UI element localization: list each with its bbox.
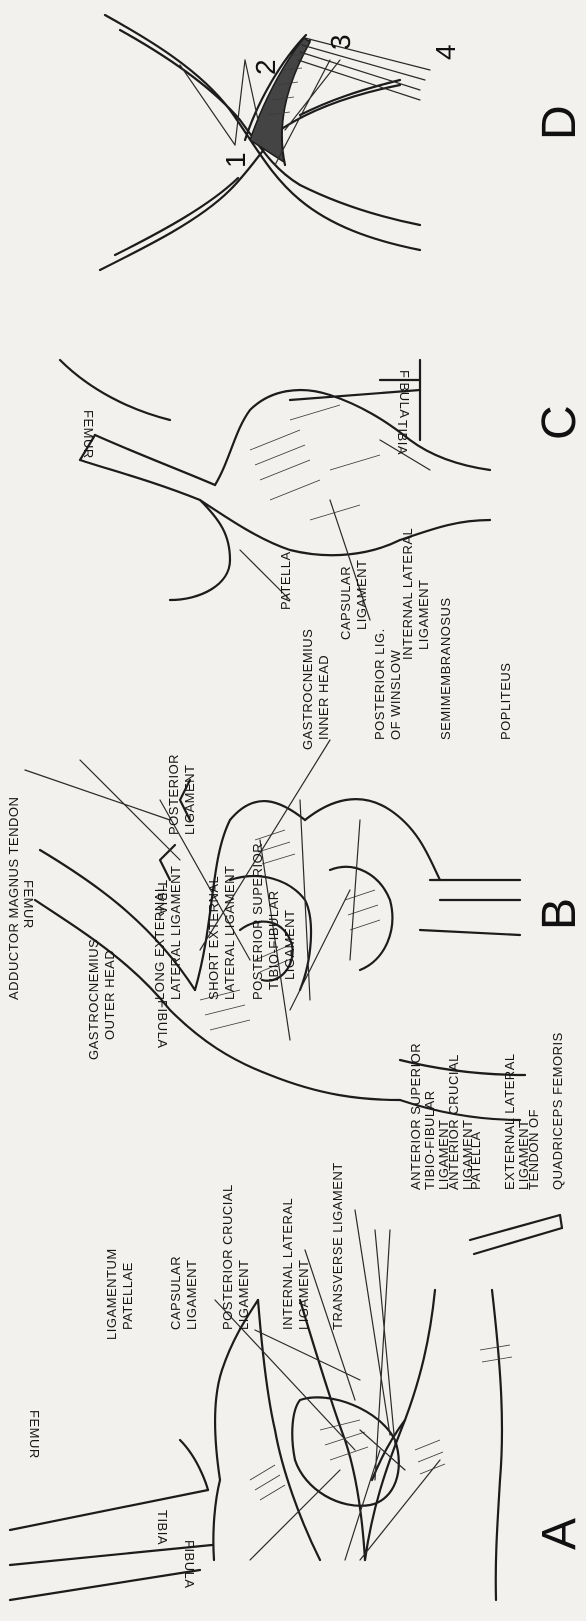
figure-c: PATELLA CAPSULAR LIGAMENT INTERNAL LATER… [60, 360, 586, 660]
label-posterior-ligament-2: LIGAMENT [182, 765, 197, 835]
label-anterior-crucial-2: LIGAMENT [460, 1120, 475, 1190]
figure-a: TENDON OF QUADRICEPS FEMORIS EXTERNAL LA… [10, 1032, 586, 1600]
label-anterior-superior-3: LIGAMENT [436, 1120, 451, 1190]
label-anterior-superior-2: TIBIO-FIBULAR [422, 1090, 437, 1190]
label-tibia-a: TIBIA [155, 1510, 170, 1545]
label-femur-b: FEMUR [21, 880, 36, 929]
label-gastro-inner: GASTROCNEMIUS [300, 629, 315, 750]
label-capsular-c: CAPSULAR [338, 566, 353, 640]
label-capsular-c-2: LIGAMENT [354, 560, 369, 630]
label-ligamentum: LIGAMENTUM [104, 1248, 119, 1340]
label-posterior-crucial-2: LIGAMENT [236, 1260, 251, 1330]
figure-letter-c: C [533, 405, 586, 440]
label-fibula-c: FIBULA [397, 370, 412, 419]
label-gastro-outer: GASTROCNEMIUS [86, 939, 101, 1060]
label-posterior-superior-3: LIGAMENT [282, 910, 297, 980]
label-capsular-a: CAPSULAR [168, 1256, 183, 1330]
label-posterior-ligament: POSTERIOR [166, 754, 181, 835]
label-ligamentum-2: PATELLAE [120, 1262, 135, 1330]
label-posterior-crucial: POSTERIOR CRUCIAL [220, 1184, 235, 1330]
label-semimembranosus: SEMIMEMBRANOSUS [438, 597, 453, 740]
label-short-external: SHORT EXTERNAL [206, 876, 221, 1000]
label-number-4: 4 [430, 44, 461, 60]
figure-letter-a: A [533, 1518, 586, 1550]
label-tendon-quadriceps-2: QUADRICEPS FEMORIS [550, 1032, 565, 1190]
label-fibula-b: FIBULA [155, 1000, 170, 1049]
label-short-external-2: LATERAL LIGAMENT [222, 866, 237, 1000]
label-fibula-a: FIBULA [182, 1540, 197, 1589]
label-patella-c: PATELLA [278, 551, 293, 610]
label-capsular-a-2: LIGAMENT [184, 1260, 199, 1330]
label-gastro-inner-2: INNER HEAD [316, 655, 331, 740]
label-tibia-c: TIBIA [395, 420, 410, 455]
label-posterior-superior-2: TIBIO-FIBULAR [266, 890, 281, 990]
label-internal-lateral-c: INTERNAL LATERAL [400, 528, 415, 660]
label-external-lateral-2: LIGAMENT [516, 1120, 531, 1190]
label-adductor: ADDUCTOR MAGNUS TENDON [6, 797, 21, 1000]
label-internal-lateral-a-2: LIGAMENT [296, 1260, 311, 1330]
label-gastro-outer-2: OUTER HEAD [102, 950, 117, 1040]
label-number-2: 2 [250, 59, 281, 75]
figure-letter-d: D [533, 105, 586, 140]
label-posterior-winslow: POSTERIOR LIG. [372, 628, 387, 740]
label-femur-a: FEMUR [27, 1410, 42, 1459]
label-internal-lateral-c-2: LIGAMENT [416, 580, 431, 650]
label-number-1: 1 [220, 152, 251, 168]
figure-d: 1 2 3 4 D [100, 15, 586, 270]
label-number-3: 3 [325, 34, 356, 50]
label-tibia-b: TIBIA [155, 880, 170, 915]
figure-letter-b: B [533, 898, 586, 930]
label-popliteus: POPLITEUS [498, 663, 513, 740]
label-internal-lateral-a: INTERNAL LATERAL [280, 1198, 295, 1330]
label-transverse: TRANSVERSE LIGAMENT [330, 1162, 345, 1330]
label-posterior-winslow-2: OF WINSLOW [388, 650, 403, 740]
figure-b: GASTROCNEMIUS INNER HEAD POSTERIOR LIG. … [6, 597, 586, 1120]
label-posterior-superior: POSTERIOR SUPERIOR [250, 843, 265, 1000]
label-femur-c: FEMUR [81, 410, 96, 459]
